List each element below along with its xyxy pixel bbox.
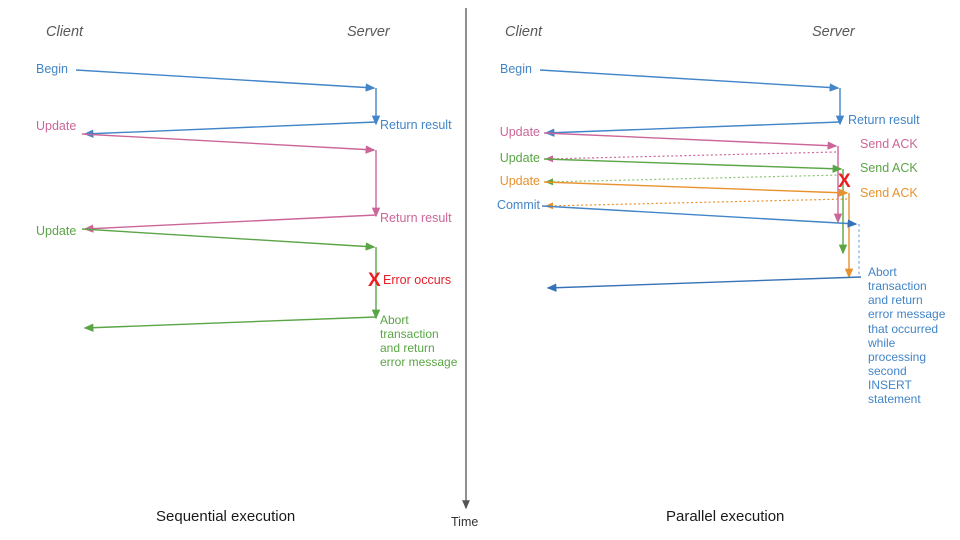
time-axis-label: Time: [451, 515, 479, 529]
note-line-3: and return: [868, 293, 923, 308]
arrow-commit: [541, 205, 858, 228]
note-line-5: that occurred: [868, 321, 939, 336]
actor-client-sequential: Client: [46, 24, 84, 40]
message-label-begin-parallel: Begin: [500, 62, 532, 76]
message-label-update-1-parallel: Update: [499, 125, 540, 139]
actor-server-sequential: Server: [347, 24, 390, 40]
caption-parallel: Parallel execution: [666, 508, 785, 525]
error-x-icon-sequential: X: [368, 270, 381, 291]
error-x-icon-parallel: X: [838, 171, 851, 192]
note-line-6: while: [868, 335, 896, 350]
note-line-4: error message: [380, 355, 458, 370]
arrow-send-ack-1: [544, 151, 837, 163]
note-line-9: INSERT: [868, 378, 912, 393]
caption-sequential: Sequential execution: [156, 508, 296, 525]
arrow-return-result: [544, 121, 841, 137]
message-label-update-2-parallel: Update: [499, 151, 540, 165]
note-line-1: Abort: [868, 265, 897, 279]
actor-client-parallel: Client: [505, 24, 543, 40]
note-line-1: Abort: [380, 313, 409, 327]
message-label-begin-sequential: Begin: [36, 62, 68, 76]
message-label-commit: Commit: [496, 198, 540, 212]
note-line-8: second: [868, 364, 907, 379]
arrow-return-result-1: [83, 121, 377, 138]
parallel-panel-arrows: [539, 69, 862, 292]
arrow-abort-return: [546, 276, 862, 292]
message-label-return-result-2: Return result: [380, 211, 452, 225]
note-line-3: and return: [380, 341, 435, 356]
note-line-2: transaction: [380, 327, 439, 342]
message-label-update-3-parallel: Update: [499, 174, 540, 188]
actor-server-parallel: Server: [812, 24, 855, 40]
arrow-send-ack-2: [544, 174, 842, 186]
note-line-7: processing: [868, 349, 927, 364]
arrow-abort-return: [83, 316, 377, 332]
message-label-return-result-parallel: Return result: [848, 113, 920, 127]
arrow-send-ack-3: [544, 198, 848, 210]
arrow-update-2: [543, 158, 843, 173]
arrow-update-1: [543, 132, 838, 150]
arrow-update-1: [81, 133, 376, 154]
note-line-10: statement: [868, 392, 921, 407]
message-label-send-ack-1: Send ACK: [860, 137, 918, 151]
message-label-send-ack-3: Send ACK: [860, 186, 918, 200]
arrow-begin: [75, 69, 376, 92]
error-label-sequential: Error occurs: [383, 273, 452, 287]
message-label-update-2-sequential: Update: [36, 224, 77, 238]
arrow-update-2: [81, 228, 376, 251]
arrow-begin: [539, 69, 840, 92]
message-label-send-ack-2: Send ACK: [860, 161, 918, 175]
note-line-2: transaction: [868, 279, 927, 294]
message-label-update-1-sequential: Update: [36, 119, 77, 133]
note-line-4: error message: [868, 307, 946, 322]
arrow-return-result-2: [83, 214, 377, 233]
sequential-panel-arrows: [75, 69, 381, 332]
arrow-update-3: [543, 181, 849, 197]
message-label-return-result-1: Return result: [380, 118, 452, 132]
